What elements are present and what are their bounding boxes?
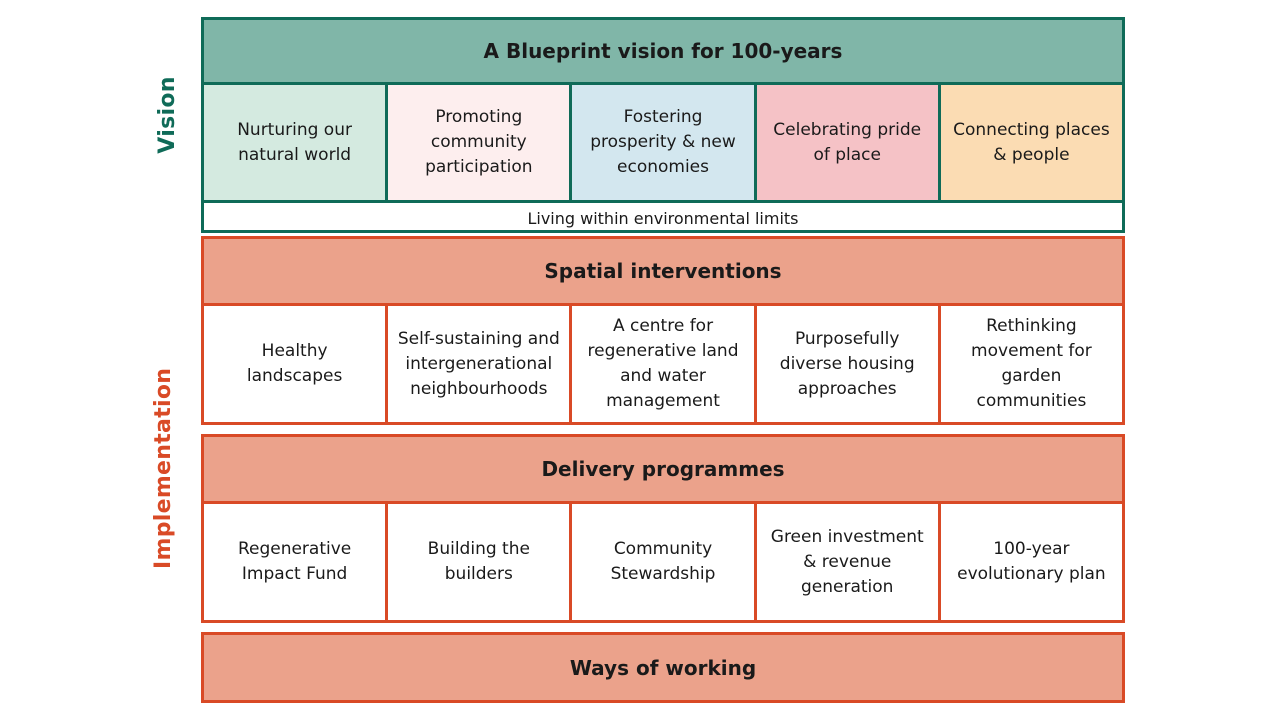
- vision-side-label: Vision: [155, 76, 180, 154]
- spatial-interventions-block: Spatial interventions Healthy landscapes…: [201, 236, 1125, 425]
- spatial-cell-housing-approaches: Purposefully diverse housing approaches: [757, 306, 941, 422]
- spatial-cell-healthy-landscapes: Healthy landscapes: [204, 306, 389, 422]
- vision-cell-connecting-places: Connecting places & people: [940, 85, 1123, 200]
- vision-cell-pride-of-place: Celebrating pride of place: [756, 85, 941, 200]
- vision-footer: Living within environmental limits: [527, 208, 799, 228]
- spatial-interventions-title: Spatial interventions: [204, 239, 1122, 306]
- spatial-cell-neighbourhoods: Self-sustaining and intergenerational ne…: [388, 306, 573, 422]
- vision-cell-community-participation: Promoting community participation: [388, 85, 573, 200]
- spatial-cell-movement: Rethinking movement for garden communiti…: [971, 316, 1092, 411]
- delivery-programmes-cells: Regenerative Impact Fund Building the bu…: [204, 504, 1122, 620]
- delivery-cell-building-builders: Building the builders: [388, 504, 573, 620]
- spatial-cell-land-water-centre: A centre for regenerative land and water…: [572, 306, 757, 422]
- spatial-interventions-cells: Healthy landscapes Self-sustaining and i…: [204, 306, 1122, 422]
- vision-block: A Blueprint vision for 100-years Nurturi…: [201, 17, 1125, 233]
- delivery-programmes-title: Delivery programmes: [204, 437, 1122, 504]
- vision-title: A Blueprint vision for 100-years: [204, 20, 1122, 85]
- delivery-cell-green-investment: Green investment & revenue generation: [757, 504, 941, 620]
- vision-cell-prosperity: Fostering prosperity & new economies: [572, 85, 757, 200]
- delivery-programmes-block: Delivery programmes Regenerative Impact …: [201, 434, 1125, 623]
- vision-cells: Nurturing our natural world Promoting co…: [204, 85, 1123, 203]
- delivery-cell-evolutionary-plan: 100-year evolutionary plan: [957, 539, 1106, 584]
- delivery-cell-impact-fund: Regenerative Impact Fund: [204, 504, 389, 620]
- delivery-cell-stewardship: Community Stewardship: [572, 504, 757, 620]
- ways-of-working-block: Ways of working: [201, 632, 1125, 703]
- vision-cell-natural-world: Nurturing our natural world: [204, 85, 389, 200]
- implementation-side-label: Implementation: [151, 367, 176, 569]
